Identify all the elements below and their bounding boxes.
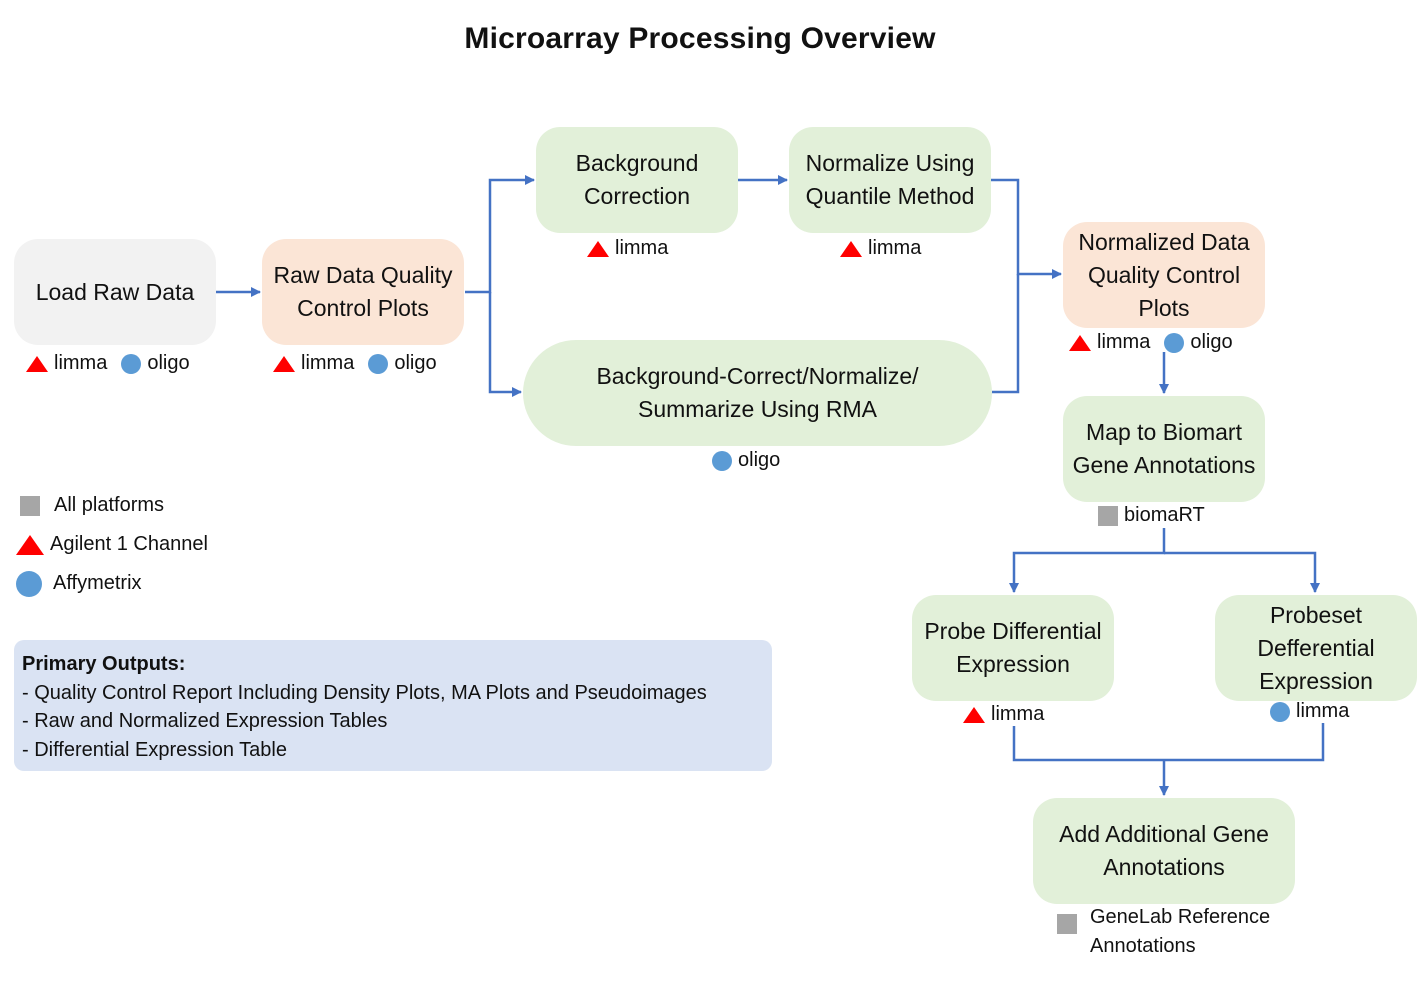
- limma-triangle-icon: [963, 706, 985, 723]
- probe-de-label: Probe Differential Expression: [924, 618, 1102, 677]
- primary-output-item: - Raw and Normalized Expression Tables: [22, 710, 388, 732]
- all-platforms-square-icon: [1057, 914, 1077, 934]
- arrow-biomart-split: [1009, 528, 1166, 593]
- legend-item-all-platforms: All platforms: [16, 486, 208, 525]
- oligo-circle-icon: [1270, 701, 1290, 722]
- raw-data-qc-box: Raw Data Quality Control Plots: [262, 239, 464, 345]
- additional-annotations-tools: GeneLab Reference Annotations: [1057, 903, 1270, 961]
- tool-label: limma: [615, 237, 669, 259]
- arrow-rma-to-normqc: [992, 274, 1020, 394]
- rma-box: Background-Correct/Normalize/ Summarize …: [523, 340, 992, 446]
- rma-label-line2: Summarize Using RMA: [638, 396, 877, 422]
- tool-label: limma: [1296, 700, 1350, 722]
- background-correction-box: Background Correction: [536, 127, 738, 233]
- background-correction-tools: limma: [587, 237, 668, 260]
- normalized-data-qc-label: Normalized Data Quality Control Plots: [1078, 228, 1250, 321]
- tool-label: oligo: [1190, 331, 1233, 353]
- agilent-triangle-icon: [16, 534, 44, 555]
- raw-data-qc-tools: limma oligo: [273, 352, 437, 375]
- limma-triangle-icon: [1069, 334, 1091, 351]
- probeset-de-tools: limma: [1270, 700, 1349, 723]
- all-platforms-square-icon: [20, 495, 40, 516]
- genelab-reference-line1: GeneLab Reference: [1090, 906, 1271, 928]
- biomart-tools: biomaRT: [1098, 504, 1205, 527]
- limma-triangle-icon: [273, 355, 295, 372]
- tool-label: limma: [991, 703, 1045, 725]
- additional-annotations-box: Add Additional Gene Annotations: [1033, 798, 1295, 904]
- tool-label: limma: [301, 352, 355, 374]
- normalized-data-qc-tools: limma oligo: [1069, 331, 1233, 354]
- rma-label-line1: Background-Correct/Normalize/: [596, 363, 919, 389]
- arrow-biomart-to-probeset: [1164, 551, 1320, 593]
- diagram-title: Microarray Processing Overview: [464, 22, 936, 55]
- oligo-circle-icon: [712, 450, 732, 471]
- legend-label: Affymetrix: [53, 572, 142, 594]
- affymetrix-circle-icon: [16, 570, 42, 597]
- probe-de-tools: limma: [963, 703, 1044, 726]
- limma-triangle-icon: [26, 355, 48, 372]
- legend-item-agilent: Agilent 1 Channel: [16, 525, 208, 564]
- legend: All platforms Agilent 1 Channel Affymetr…: [16, 486, 208, 603]
- primary-outputs-heading: Primary Outputs:: [22, 653, 186, 675]
- normalize-quantile-box: Normalize Using Quantile Method: [789, 127, 991, 233]
- load-raw-data-box: Load Raw Data: [14, 239, 216, 345]
- all-platforms-square-icon: [1098, 505, 1118, 526]
- tool-label: oligo: [738, 449, 781, 471]
- primary-output-item: - Differential Expression Table: [22, 738, 287, 761]
- tool-label: limma: [54, 352, 108, 374]
- primary-outputs-box: Primary Outputs: - Quality Control Repor…: [14, 640, 772, 771]
- normalize-quantile-tools: limma: [840, 237, 921, 260]
- arrow-rawqc-split-bottom: [488, 292, 522, 397]
- rma-tools: oligo: [712, 449, 780, 472]
- load-raw-data-tools: limma oligo: [26, 352, 190, 375]
- normalize-quantile-label: Normalize Using Quantile Method: [805, 150, 975, 209]
- tool-label: limma: [868, 237, 922, 259]
- oligo-circle-icon: [1164, 332, 1185, 353]
- tool-label: limma: [1097, 331, 1151, 353]
- arrow-normalize-to-normqc: [990, 178, 1062, 279]
- load-raw-data-label: Load Raw Data: [35, 278, 195, 305]
- primary-output-item: - Quality Control Report Including Densi…: [22, 681, 707, 704]
- arrow-probe-merge: [1012, 723, 1325, 762]
- legend-label: Agilent 1 Channel: [50, 533, 208, 555]
- genelab-reference-label: GeneLab Reference Annotations: [1090, 903, 1270, 961]
- background-correction-label: Background Correction: [575, 150, 699, 209]
- raw-data-qc-label: Raw Data Quality Control Plots: [273, 262, 453, 321]
- limma-triangle-icon: [840, 240, 862, 257]
- oligo-circle-icon: [368, 353, 389, 374]
- tool-label: oligo: [147, 352, 190, 374]
- oligo-circle-icon: [121, 353, 142, 374]
- biomart-annotations-box: Map to Biomart Gene Annotations: [1063, 396, 1265, 502]
- legend-item-affymetrix: Affymetrix: [16, 564, 208, 603]
- probeset-de-label: Probeset Defferential Expression: [1257, 601, 1375, 694]
- probe-de-box: Probe Differential Expression: [912, 595, 1114, 701]
- additional-annotations-label: Add Additional Gene Annotations: [1059, 821, 1269, 880]
- arrow-rawqc-split-top: [465, 175, 535, 294]
- tool-label: oligo: [394, 352, 437, 374]
- genelab-reference-line2: Annotations: [1090, 935, 1196, 957]
- legend-label: All platforms: [54, 494, 165, 516]
- biomart-annotations-label: Map to Biomart Gene Annotations: [1072, 419, 1256, 478]
- tool-label: biomaRT: [1124, 504, 1205, 526]
- probeset-de-box: Probeset Defferential Expression: [1215, 595, 1417, 701]
- normalized-data-qc-box: Normalized Data Quality Control Plots: [1063, 222, 1265, 328]
- limma-triangle-icon: [587, 240, 609, 257]
